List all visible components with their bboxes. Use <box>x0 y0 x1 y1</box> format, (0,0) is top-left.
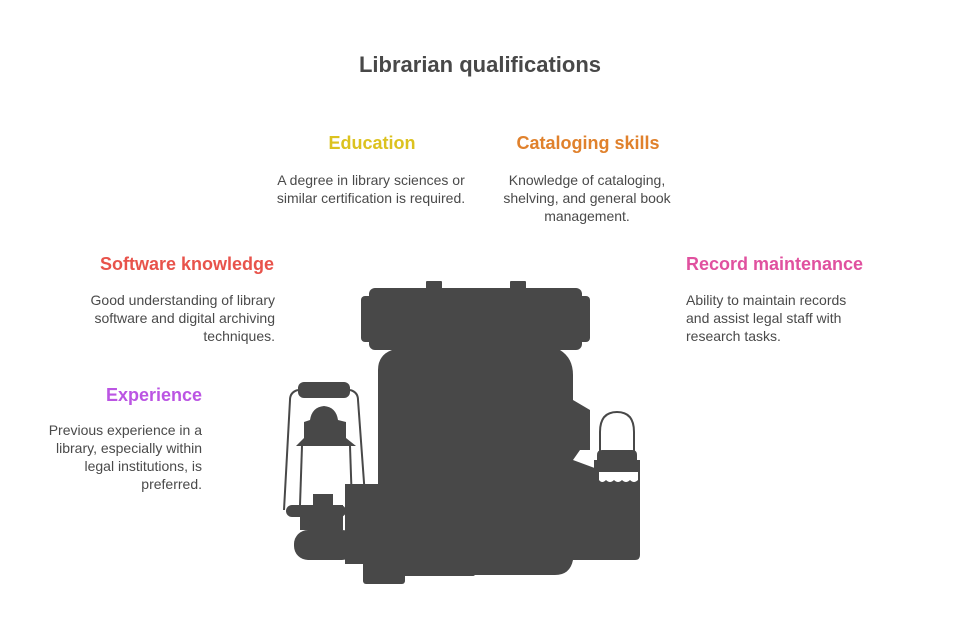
item-heading: Record maintenance <box>686 254 864 274</box>
item-text: Previous experience in a library, especi… <box>48 422 202 492</box>
item-heading: Software knowledge <box>99 254 274 274</box>
lantern-base <box>294 530 356 560</box>
item-heading: Experience <box>105 385 202 405</box>
item-text: Good understanding of library software a… <box>90 292 275 344</box>
jar-body <box>378 350 605 575</box>
item-heading: Education <box>328 133 416 153</box>
item-text: Knowledge of cataloging, shelving, and g… <box>503 172 671 224</box>
page-title: Librarian qualifications <box>358 52 602 77</box>
lantern-top <box>298 382 350 398</box>
bottle-body <box>594 460 640 560</box>
item-heading: Cataloging skills <box>516 133 660 153</box>
lantern-cap <box>296 406 356 446</box>
item-text: A degree in library sciences or similar … <box>276 172 466 206</box>
item-text: Ability to maintain records and assist l… <box>686 292 847 344</box>
